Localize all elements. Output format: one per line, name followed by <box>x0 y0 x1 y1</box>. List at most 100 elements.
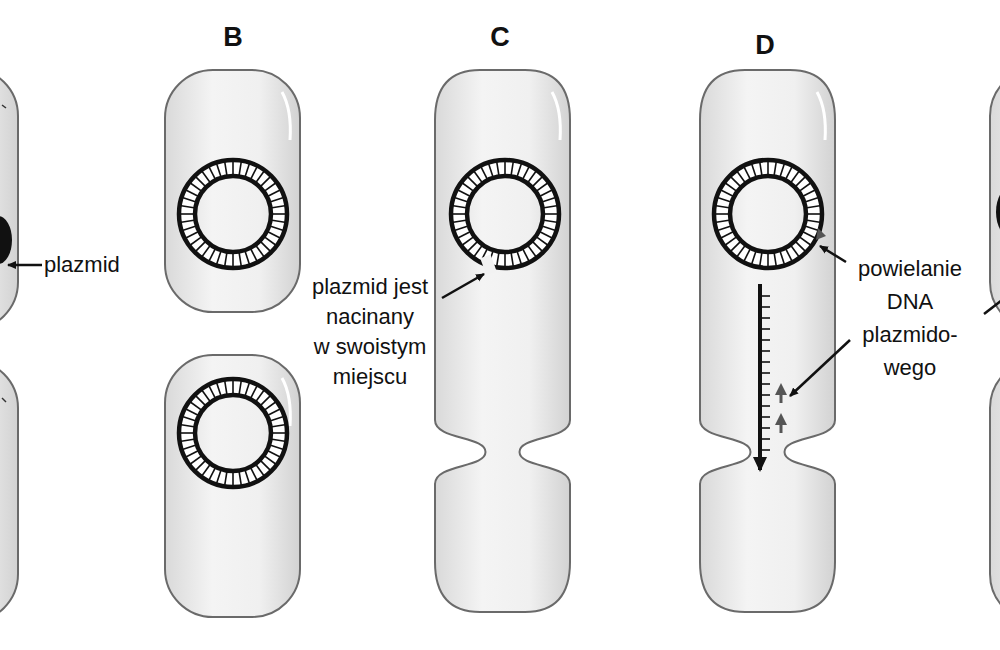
leader-line <box>790 340 850 396</box>
base-pair-tick <box>454 226 469 231</box>
leader-line <box>442 274 484 298</box>
base-pair-tick <box>250 248 257 262</box>
base-pair-tick <box>250 467 257 481</box>
base-pair-tick <box>454 197 469 202</box>
dna-strand <box>467 176 543 252</box>
base-pair-tick <box>250 166 257 180</box>
base-pair-tick <box>195 460 206 471</box>
base-pair-tick <box>216 469 221 484</box>
base-pair-tick <box>804 226 819 231</box>
base-pair-tick <box>232 471 234 487</box>
structure-label: plazmid <box>44 249 164 281</box>
base-pair-tick <box>179 432 195 434</box>
base-pair-tick <box>760 449 770 451</box>
plasmid <box>996 186 1000 238</box>
base-pair-tick <box>511 252 514 268</box>
base-pair-tick <box>517 250 522 265</box>
base-pair-tick <box>536 182 549 191</box>
base-pair-tick <box>806 220 822 223</box>
base-pair-tick <box>539 231 553 238</box>
base-pair-tick <box>715 220 731 223</box>
base-pair-tick <box>260 395 271 406</box>
base-pair-tick <box>245 469 250 484</box>
base-pair-tick <box>543 213 559 215</box>
base-pair-tick <box>497 252 500 268</box>
cell-highlight <box>552 92 560 140</box>
base-pair-tick <box>774 161 777 177</box>
base-pair-tick <box>271 213 287 215</box>
base-pair-tick <box>751 163 756 178</box>
base-pair-tick <box>201 389 210 402</box>
base-pair-tick <box>260 176 271 187</box>
base-pair-tick <box>239 161 242 177</box>
base-pair-tick <box>785 166 792 180</box>
base-pair-tick <box>543 220 559 223</box>
base-pair-tick <box>264 455 277 464</box>
cell-highlight <box>817 92 825 140</box>
base-pair-tick <box>751 250 756 265</box>
base-pair-tick <box>543 206 559 209</box>
base-pair-tick <box>225 252 228 268</box>
base-pair-tick <box>232 160 234 176</box>
dna-strand <box>179 160 287 268</box>
base-pair-tick <box>720 231 734 238</box>
base-pair-tick <box>724 182 737 191</box>
base-pair-tick <box>180 206 196 209</box>
cell-highlight <box>282 92 290 140</box>
base-pair-tick <box>473 170 482 183</box>
base-pair-tick <box>189 236 202 245</box>
base-pair-tick <box>255 170 264 183</box>
dividing-cell <box>435 70 570 612</box>
plasmid-fill <box>722 168 814 260</box>
plasmid <box>451 160 559 268</box>
base-pair-tick <box>517 163 522 178</box>
base-pair-tick <box>720 189 734 196</box>
base-pair-tick <box>452 206 468 209</box>
base-pair-tick <box>760 252 763 268</box>
base-pair-tick <box>760 438 770 440</box>
base-pair-tick <box>195 176 206 187</box>
base-pair-tick <box>461 182 474 191</box>
base-pair-tick <box>182 445 197 450</box>
base-pair-tick <box>522 248 529 262</box>
base-pair-tick <box>245 163 250 178</box>
base-pair-tick <box>504 160 506 176</box>
base-pair-tick <box>239 471 242 487</box>
process-label: powielanie DNA plazmido- wego <box>835 252 985 384</box>
base-pair-tick <box>185 231 199 238</box>
base-pair-tick <box>730 176 741 187</box>
base-pair-tick <box>760 361 770 363</box>
base-pair-tick <box>760 372 770 374</box>
base-pair-tick <box>208 467 215 481</box>
base-pair-tick <box>201 245 210 258</box>
replication-arrow <box>816 228 826 240</box>
base-pair-tick <box>527 245 536 258</box>
base-pair-tick <box>522 166 529 180</box>
base-pair-tick <box>239 380 242 396</box>
base-pair-tick <box>724 236 737 245</box>
base-pair-tick <box>255 464 264 477</box>
leader-line <box>2 105 6 108</box>
dividing-cell <box>700 70 835 612</box>
leader-line <box>820 246 846 262</box>
plasmid-fill <box>459 168 551 260</box>
plasmid-nick <box>480 254 496 275</box>
base-pair-tick <box>182 416 197 421</box>
base-pair-tick <box>541 197 556 202</box>
base-pair-tick <box>780 163 785 178</box>
base-pair-tick <box>511 161 514 177</box>
base-pair-tick <box>185 408 199 415</box>
base-pair-tick <box>232 252 234 268</box>
base-pair-tick <box>208 385 215 399</box>
base-pair-tick <box>264 182 277 191</box>
base-pair-tick <box>473 245 482 258</box>
base-pair-tick <box>539 189 553 196</box>
base-pair-tick <box>269 226 284 231</box>
base-pair-tick <box>189 455 202 464</box>
base-pair-tick <box>467 241 478 252</box>
base-pair-tick <box>269 416 284 421</box>
base-pair-tick <box>271 439 287 442</box>
base-pair-tick <box>736 170 745 183</box>
base-pair-tick <box>785 248 792 262</box>
